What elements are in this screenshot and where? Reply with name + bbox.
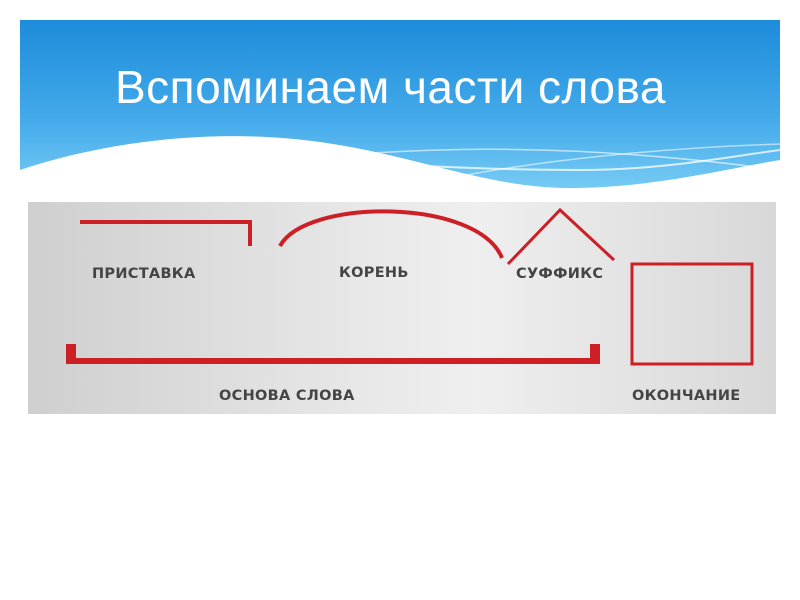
word-parts-marks [66,207,754,366]
ending-label: ОКОНЧАНИЕ [632,388,741,404]
word-parts-diagram: ПРИСТАВКА КОРЕНЬ СУФФИКС ОСНОВА СЛОВА ОК… [28,202,776,414]
stem-mark-bar [66,358,600,364]
root-mark [278,209,504,259]
root-label: КОРЕНЬ [339,265,409,281]
ending-mark [630,262,754,366]
stem-label: ОСНОВА СЛОВА [219,388,355,404]
prefix-mark [80,220,252,246]
header-background [20,20,780,200]
prefix-label: ПРИСТАВКА [92,266,196,282]
suffix-mark [506,207,616,266]
slide-title: Вспоминаем части слова [115,61,667,113]
suffix-label: СУФФИКС [516,266,604,282]
stem-mark-left-tick [66,344,76,364]
stem-mark-right-tick [590,344,600,364]
header-banner: Вспоминаем части слова [20,20,780,200]
header-wave [20,136,780,200]
